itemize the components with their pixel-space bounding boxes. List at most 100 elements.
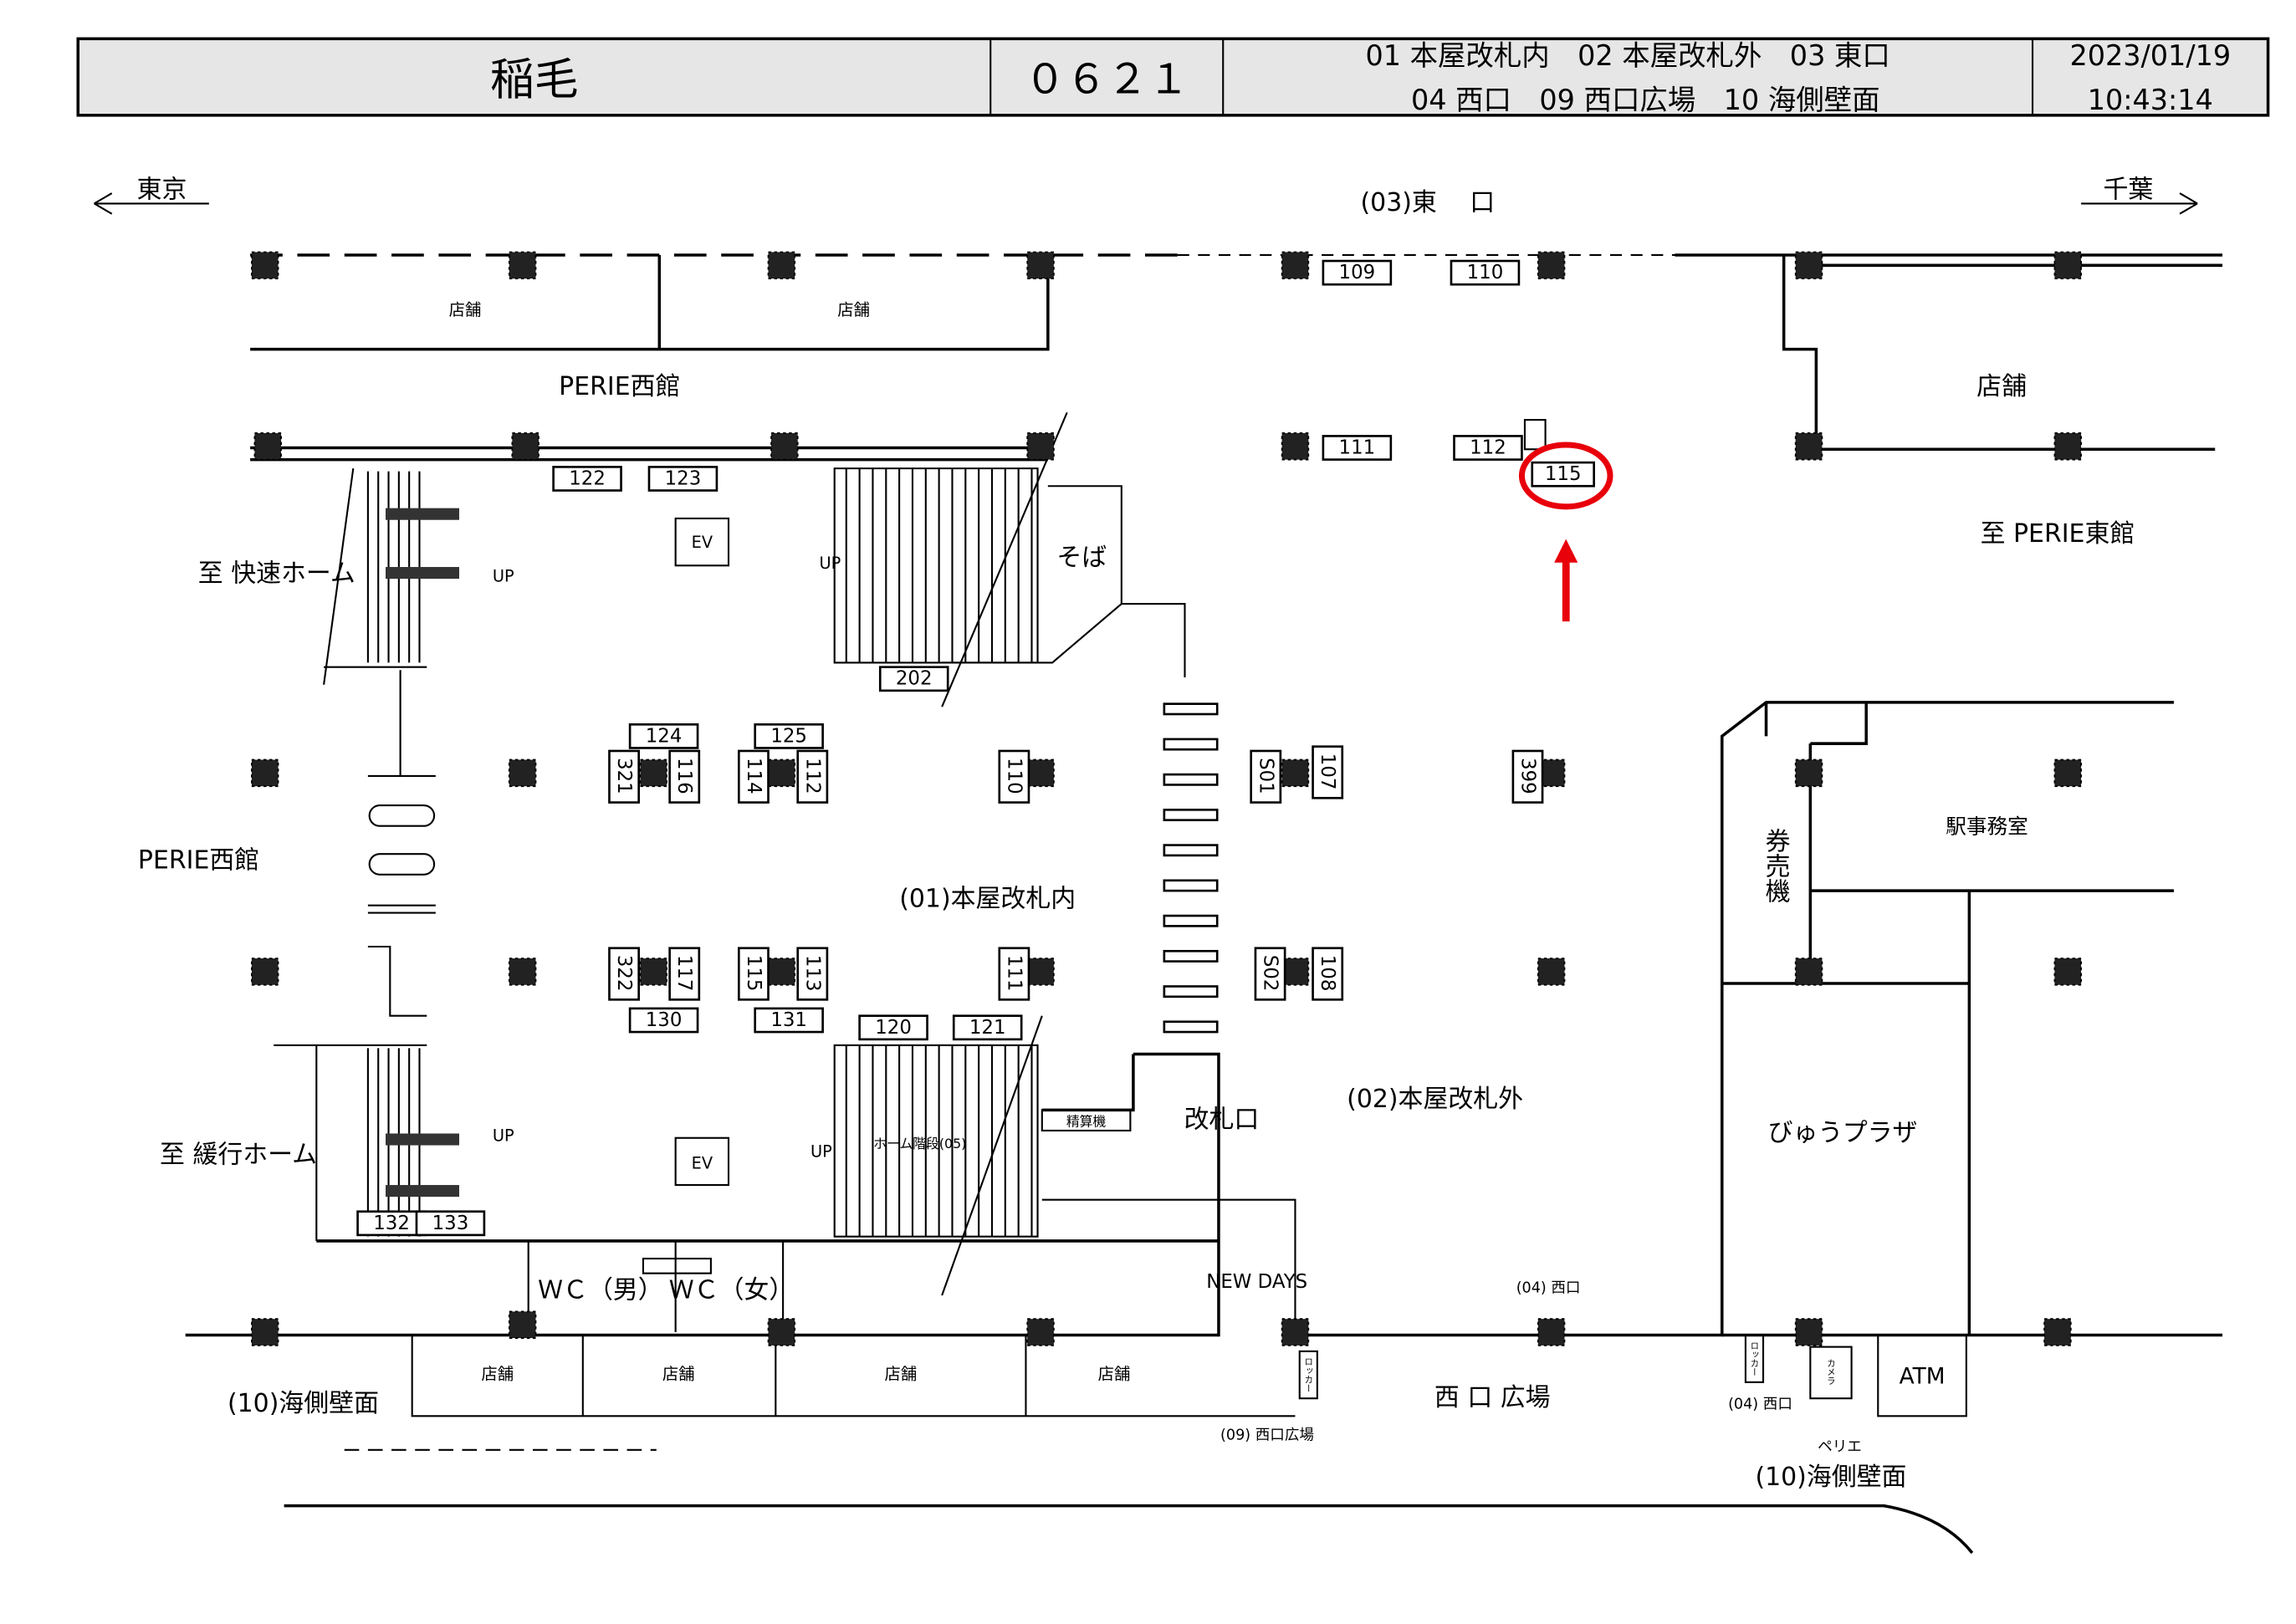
svg-text:びゅうプラザ: びゅうプラザ [1768, 1118, 1918, 1147]
pillar [1026, 958, 1055, 986]
pillar [639, 758, 667, 788]
ad-panel-S01[interactable]: S01 [1250, 749, 1282, 804]
ad-panel-111[interactable]: 111 [998, 947, 1030, 1001]
svg-text:(04) 西口: (04) 西口 [1728, 1397, 1792, 1413]
svg-text:至 緩行ホーム: 至 緩行ホーム [160, 1141, 317, 1170]
stairs [366, 468, 1033, 1237]
svg-text:(10)海側壁面: (10)海側壁面 [1755, 1463, 1906, 1492]
svg-text:ロッカー: ロッカー [1303, 1357, 1313, 1392]
ad-panel-131[interactable]: 131 [754, 1007, 824, 1034]
svg-text:券売機: 券売機 [1761, 828, 1791, 903]
ad-panel-117[interactable]: 117 [668, 947, 701, 1001]
svg-text:UP: UP [820, 554, 841, 573]
pillar [1281, 758, 1310, 788]
pillar [1537, 1318, 1566, 1346]
highlight-marker [1518, 442, 1613, 622]
ad-panel-130[interactable]: 130 [628, 1007, 699, 1034]
ad-panel-114[interactable]: 114 [738, 749, 770, 804]
svg-text:123: 123 [665, 467, 702, 489]
svg-text:(04) 西口: (04) 西口 [1516, 1280, 1581, 1297]
pillar [253, 432, 282, 461]
ad-panel-132[interactable]: 132 [356, 1210, 427, 1237]
svg-text:UP: UP [811, 1142, 832, 1162]
svg-text:321: 321 [613, 758, 635, 794]
ad-panel-124[interactable]: 124 [628, 723, 699, 749]
ad-panel-122[interactable]: 122 [552, 466, 622, 492]
pillar [1026, 1318, 1055, 1346]
pillar [511, 432, 539, 461]
svg-text:店舗: 店舗 [1098, 1364, 1131, 1383]
svg-text:S02: S02 [1260, 955, 1281, 992]
ad-panel-399[interactable]: 399 [1511, 749, 1544, 804]
ad-panel-113[interactable]: 113 [796, 947, 829, 1001]
svg-text:113: 113 [801, 955, 823, 992]
svg-text:UP: UP [493, 1126, 514, 1145]
ad-panel-120[interactable]: 120 [858, 1014, 928, 1041]
svg-text:千葉: 千葉 [2103, 175, 2153, 204]
svg-text:120: 120 [875, 1017, 912, 1039]
svg-text:202: 202 [896, 668, 933, 690]
svg-text:東京: 東京 [137, 175, 187, 204]
ad-panel-110[interactable]: 110 [998, 749, 1030, 804]
ad-panel-322[interactable]: 322 [608, 947, 640, 1001]
time: 10:43:14 [2088, 84, 2213, 116]
ad-panel-112[interactable]: 112 [796, 749, 829, 804]
pillar [1537, 958, 1566, 986]
ad-panel-107[interactable]: 107 [1312, 745, 1344, 799]
svg-text:116: 116 [673, 758, 695, 794]
pillar [508, 758, 537, 788]
pillar [2053, 432, 2082, 461]
pillar [1026, 432, 1055, 461]
ticket-gate [1163, 914, 1219, 927]
pillar [1026, 251, 1055, 280]
ad-panel-112[interactable]: 112 [1453, 435, 1523, 461]
pillar [251, 1318, 279, 1346]
svg-text:124: 124 [646, 725, 683, 747]
svg-text:(09) 西口広場: (09) 西口広場 [1220, 1427, 1314, 1443]
ad-panel-115[interactable]: 115 [1531, 461, 1595, 488]
svg-text:UP: UP [493, 567, 514, 586]
svg-text:PERIE西館: PERIE西館 [559, 372, 680, 401]
svg-text:至 快速ホーム: 至 快速ホーム [198, 559, 355, 589]
ad-panel-108[interactable]: 108 [1312, 947, 1344, 1001]
ad-panel-321[interactable]: 321 [608, 749, 640, 804]
ad-panel-125[interactable]: 125 [754, 723, 824, 749]
svg-text:PERIE西館: PERIE西館 [138, 846, 259, 876]
ad-panel-S02[interactable]: S02 [1254, 947, 1286, 1001]
ad-panel-133[interactable]: 133 [415, 1210, 486, 1237]
pillars [251, 251, 2082, 1346]
ad-panel-202[interactable]: 202 [878, 666, 949, 692]
ticket-gate [1163, 1020, 1219, 1034]
pillar [767, 1318, 796, 1346]
ad-panel-123[interactable]: 123 [647, 466, 718, 492]
svg-text:111: 111 [1003, 955, 1025, 992]
ad-panel-116[interactable]: 116 [668, 749, 701, 804]
station-code: ０６２１ [1025, 54, 1189, 103]
svg-text:ATM: ATM [1900, 1365, 1946, 1390]
ad-panel-110[interactable]: 110 [1450, 259, 1521, 286]
ad-panel-111[interactable]: 111 [1322, 435, 1393, 461]
direction-tokyo: 東京 [94, 175, 209, 215]
pillar [508, 958, 537, 986]
svg-text:ＷＣ（女）: ＷＣ（女） [669, 1276, 795, 1305]
svg-text:S01: S01 [1255, 758, 1276, 794]
svg-text:ペリエ: ペリエ [1818, 1439, 1862, 1456]
pillar [767, 958, 796, 986]
svg-text:131: 131 [770, 1009, 807, 1031]
header-bar: 稲毛 ０６２１ 01 本屋改札内 02 本屋改札外 03 東口 04 西口 09… [76, 37, 2270, 117]
svg-text:至 PERIE東館: 至 PERIE東館 [1981, 519, 2135, 549]
ad-panel-109[interactable]: 109 [1322, 259, 1393, 286]
svg-text:NEW DAYS: NEW DAYS [1206, 1271, 1307, 1293]
pillar [1794, 1318, 1823, 1346]
ticket-gate [1163, 879, 1219, 892]
svg-text:EV: EV [692, 1154, 713, 1173]
pillar [508, 1310, 537, 1339]
svg-text:EV: EV [692, 533, 713, 552]
svg-text:121: 121 [969, 1017, 1006, 1039]
svg-text:110: 110 [1467, 262, 1504, 283]
ticket-gate [1163, 809, 1219, 821]
ad-panel-115[interactable]: 115 [738, 947, 770, 1001]
ad-panel-121[interactable]: 121 [952, 1014, 1023, 1041]
pillar [2053, 251, 2082, 280]
svg-text:ホーム階段(05): ホーム階段(05) [873, 1136, 966, 1152]
